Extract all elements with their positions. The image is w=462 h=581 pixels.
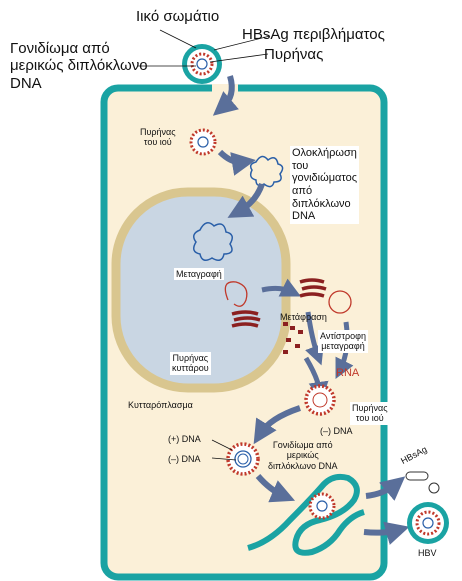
label-cell-nucleus-line1: Πυρήνας bbox=[172, 353, 209, 363]
label-plus-dna: (+) DNA bbox=[168, 434, 201, 444]
label-transcription: Μεταγραφή bbox=[174, 268, 224, 281]
endoplasmic-reticulum bbox=[247, 473, 365, 556]
label-hbv: HBV bbox=[418, 548, 437, 558]
translation-products bbox=[283, 322, 303, 354]
label-virus-core-2-line2: του ιού bbox=[355, 413, 384, 424]
label-virus-core-1: Πυρήνας του ιού bbox=[140, 127, 176, 148]
label-minus-dna-b: (–) DNA bbox=[168, 454, 201, 464]
label-core: Πυρήνας bbox=[264, 46, 324, 63]
label-cell-nucleus: Πυρήνας κυττάρου bbox=[170, 352, 211, 375]
virion-top bbox=[182, 44, 222, 84]
virus-core-1 bbox=[189, 128, 217, 156]
label-integration-line2: του bbox=[292, 159, 309, 172]
label-partial-dsdna-line1: Γονιδίωμα από bbox=[10, 40, 110, 57]
virion-released bbox=[407, 502, 449, 544]
hbsag-particles bbox=[405, 471, 440, 494]
virus-core-3 bbox=[226, 442, 260, 476]
label-virus-core-1-line1: Πυρήνας bbox=[140, 127, 176, 137]
label-genome-2-line1: Γονιδίωμα από bbox=[272, 440, 333, 450]
rna-strands-nucleus bbox=[231, 310, 261, 328]
core-in-er bbox=[308, 492, 336, 520]
virus-core-2 bbox=[304, 384, 336, 416]
label-cell-nucleus-line2: κυττάρου bbox=[172, 363, 209, 374]
uncoated-dna bbox=[249, 155, 284, 188]
label-translation: Μετάφραση bbox=[280, 312, 327, 322]
label-virus-core-2-line1: Πυρήνας bbox=[352, 403, 388, 413]
label-integration-line4: από bbox=[292, 184, 313, 197]
label-genome-2: Γονιδίωμα από μερικώς διπλόκλωνο DNA bbox=[268, 440, 338, 471]
label-reverse-transcription: Αντίστροφη μεταγραφή bbox=[318, 330, 368, 353]
rna-in-nucleus bbox=[224, 281, 248, 307]
label-hbsag-envelope: HBsAg περιβλήματος bbox=[242, 26, 385, 43]
label-integration-line3: γονιδιώματος bbox=[292, 172, 358, 185]
label-integration-line1: Ολοκλήρωση bbox=[292, 147, 357, 159]
label-virus-core-2: Πυρήνας του ιού bbox=[350, 402, 390, 425]
label-integration-line6: DNA bbox=[292, 210, 316, 223]
pregenomic-rna bbox=[328, 290, 352, 314]
label-viral-particle: Ιικό σωμάτιο bbox=[136, 8, 220, 25]
label-minus-dna-a: (–) DNA bbox=[320, 426, 353, 436]
label-reverse-transcription-line1: Αντίστροφη bbox=[320, 331, 366, 341]
label-integration: Ολοκλήρωση του γονιδιώματος από διπλόκλω… bbox=[290, 146, 360, 224]
label-genome-2-line3: διπλόκλωνο DNA bbox=[268, 460, 338, 471]
label-integration-line5: διπλόκλωνο bbox=[292, 197, 351, 210]
label-reverse-transcription-line2: μεταγραφή bbox=[321, 341, 365, 352]
rna-strands-cytoplasm bbox=[299, 278, 327, 298]
label-virus-core-1-line2: του ιού bbox=[143, 137, 172, 148]
nuclear-dna bbox=[193, 222, 233, 261]
label-genome-2-line2: μερικώς bbox=[286, 450, 319, 461]
label-cytoplasm: Κυτταρόπλασμα bbox=[128, 400, 193, 410]
label-partial-dsdna-line3: DNA bbox=[10, 74, 42, 92]
label-rna: RNA bbox=[336, 367, 360, 379]
label-partial-dsdna-line2: μερικώς διπλόκλωνο bbox=[10, 57, 148, 75]
label-partial-dsdna: Γονιδίωμα από μερικώς διπλόκλωνο DNA bbox=[10, 40, 148, 92]
